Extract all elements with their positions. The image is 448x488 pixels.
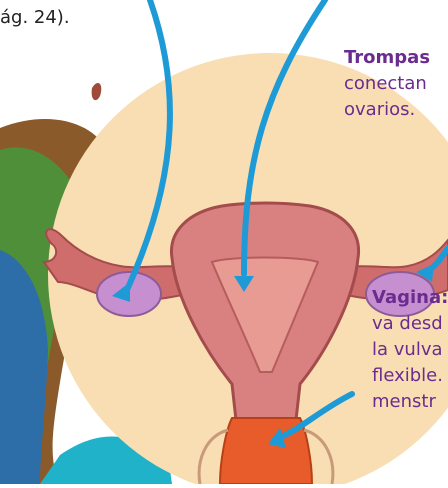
page-reference-text: ág. 24). [0,6,70,30]
label-trompas-line1: conectan [344,72,427,96]
label-vagina-line1: va desd [372,312,443,336]
label-vagina-line3: flexible. [372,364,443,388]
label-vagina-title: Vagina: [372,286,448,310]
label-trompas-title: Trompas [344,46,430,70]
label-vagina-line2: la vulva [372,338,443,362]
label-vagina-line4: menstr [372,390,436,414]
label-trompas-line2: ovarios. [344,98,415,122]
